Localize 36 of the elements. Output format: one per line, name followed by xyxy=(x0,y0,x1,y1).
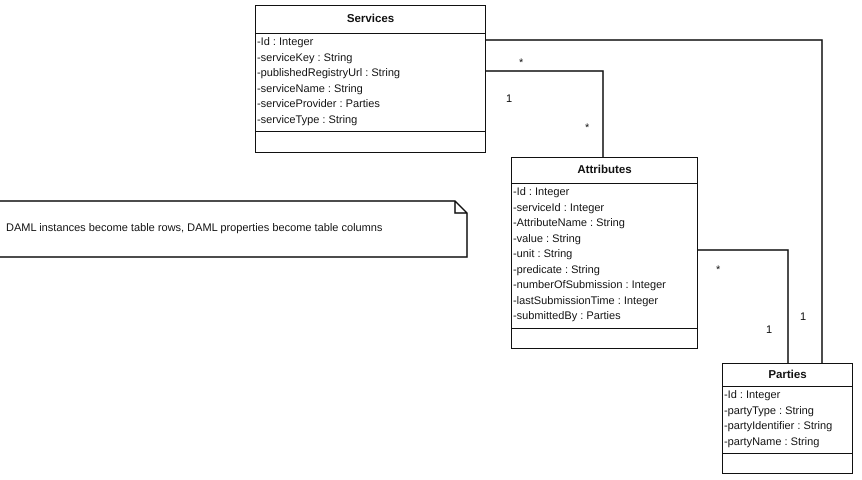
multiplicity-label: * xyxy=(585,122,590,134)
multiplicity-label: 1 xyxy=(800,311,806,323)
class-name: Parties xyxy=(768,368,807,382)
class-box xyxy=(722,363,853,474)
attribute-text: -partyName : String xyxy=(724,434,820,450)
attribute-text: -Id : Integer xyxy=(724,388,782,403)
attribute-text: -serviceKey : String xyxy=(257,50,354,66)
attribute-text: -partyIdentifier : String xyxy=(724,419,834,434)
attribute-text: -serviceType : String xyxy=(257,112,358,128)
attribute-text: -predicate : String xyxy=(513,262,601,278)
multiplicity-label: * xyxy=(519,57,524,69)
attribute-text: -numberOfSubmission : Integer xyxy=(513,278,667,293)
association-line xyxy=(486,39,823,363)
note-text: DAML instances become table rows, DAML properties become table columns xyxy=(6,222,382,234)
association-line xyxy=(486,70,604,157)
attribute-text: -submittedBy : Parties xyxy=(513,309,622,324)
attribute-text: -serviceId : Integer xyxy=(513,200,606,216)
attribute-text: -lastSubmissionTime : Integer xyxy=(513,294,660,308)
attribute-text: -serviceName : String xyxy=(257,82,364,96)
attribute-text: -Id : Integer xyxy=(257,35,314,50)
class-box xyxy=(511,157,698,349)
attribute-text: -serviceProvider : Parties xyxy=(257,97,381,112)
multiplicity-label: 1 xyxy=(506,93,512,105)
association-line xyxy=(698,249,789,363)
class-name: Services xyxy=(346,12,394,26)
attribute-text: -unit : String xyxy=(513,247,574,262)
attribute-text: -partyType : String xyxy=(724,404,815,418)
multiplicity-label: 1 xyxy=(766,324,772,336)
multiplicity-label: * xyxy=(716,264,720,276)
class-name: Attributes xyxy=(577,162,632,177)
attribute-text: -Id : Integer xyxy=(513,185,570,200)
class-box xyxy=(255,5,486,152)
attribute-text: -value : String xyxy=(513,232,582,246)
attribute-text: -publishedRegistryUrl : String xyxy=(257,66,402,81)
attribute-text: -AttributeName : String xyxy=(513,216,626,231)
note-box xyxy=(0,200,468,258)
